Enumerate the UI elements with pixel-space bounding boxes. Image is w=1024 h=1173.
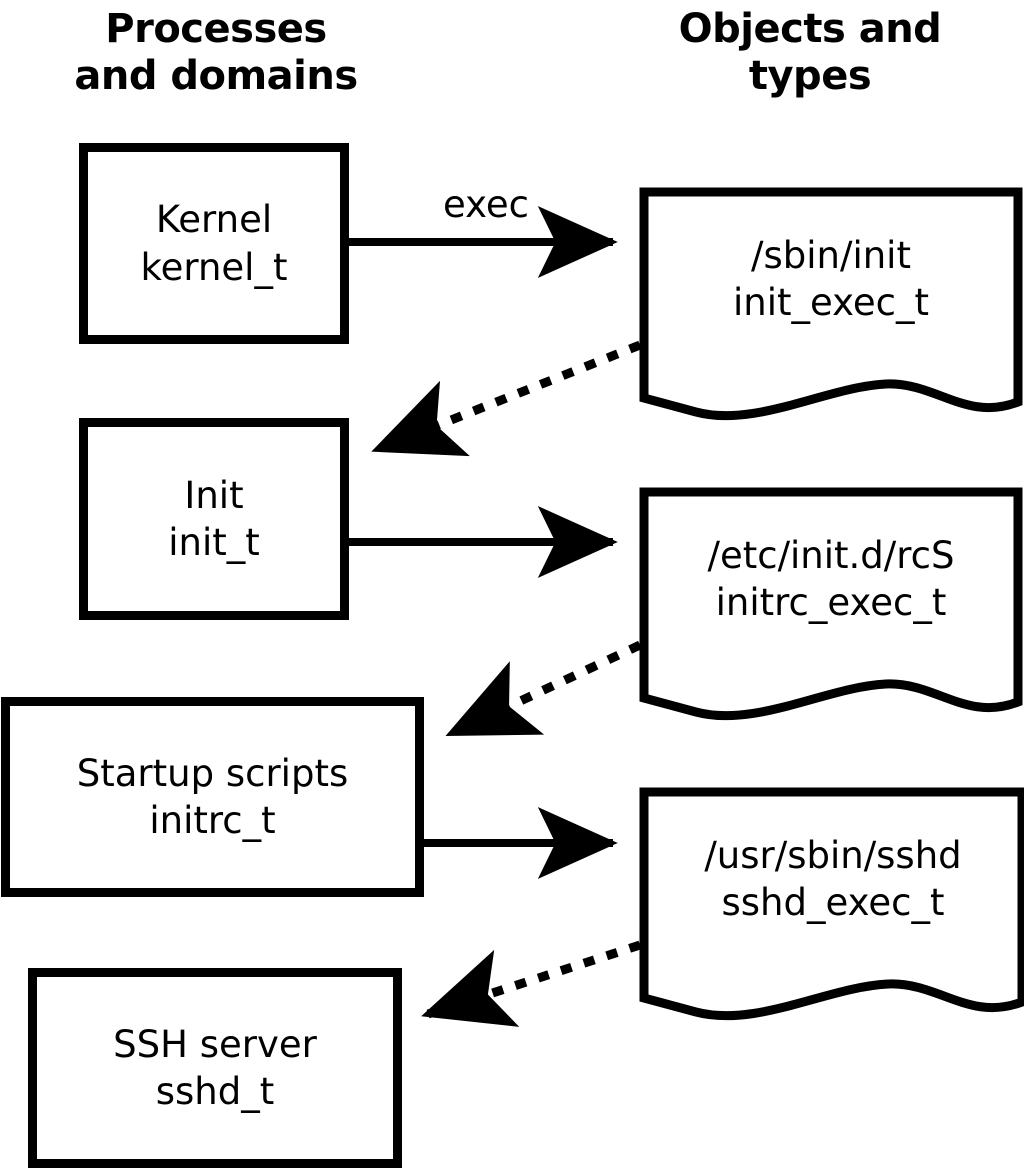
- edge-init-exec-to-init-arrow: [371, 340, 642, 457]
- edge-label-exec: exec: [443, 183, 529, 226]
- object-doc-init-exec[interactable]: /sbin/init init_exec_t: [636, 184, 1024, 424]
- column-header-objects: Objects and types: [678, 6, 942, 100]
- object-doc-sshd-exec[interactable]: /usr/sbin/sshd sshd_exec_t: [636, 784, 1024, 1024]
- object-doc-initrc-exec[interactable]: /etc/init.d/rcS initrc_exec_t: [636, 484, 1024, 724]
- process-box-sshd-name: SSH server: [113, 1022, 317, 1066]
- column-header-processes: Processes and domains: [74, 6, 358, 100]
- process-box-init-name: Init: [184, 473, 244, 517]
- edge-initrc-exec-to-initrc-arrow: [445, 640, 642, 738]
- edge-sshd-exec-to-sshd-arrow: [421, 940, 642, 1027]
- process-box-kernel[interactable]: Kernel kernel_t: [79, 143, 349, 344]
- process-box-kernel-type: kernel_t: [140, 245, 288, 289]
- process-box-sshd-type: sshd_t: [155, 1070, 275, 1113]
- process-box-init-type: init_t: [168, 521, 260, 564]
- process-box-initrc-name: Startup scripts: [76, 751, 349, 795]
- process-box-initrc-type: initrc_t: [149, 799, 276, 842]
- process-box-initrc[interactable]: Startup scripts initrc_t: [1, 697, 424, 897]
- process-box-sshd[interactable]: SSH server sshd_t: [28, 968, 402, 1168]
- process-box-kernel-name: Kernel: [155, 198, 273, 242]
- process-box-init[interactable]: Init init_t: [79, 418, 349, 620]
